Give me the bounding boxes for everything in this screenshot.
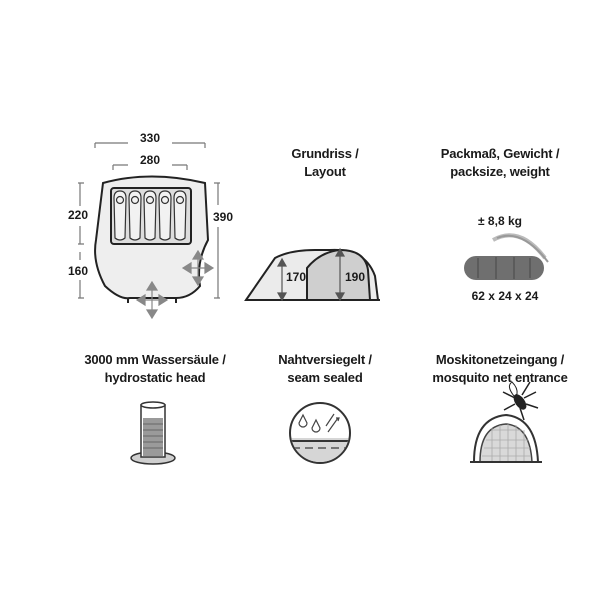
mosquito-line2: mosquito net entrance — [432, 370, 568, 385]
sleeping-bags — [113, 190, 187, 241]
width-outer-label: 330 — [139, 131, 161, 145]
width-inner-label: 280 — [139, 153, 161, 167]
hydrostatic-line1: 3000 mm Wassersäule / — [84, 352, 226, 367]
height-high-label: 190 — [345, 270, 366, 284]
pack-title-line1: Packmaß, Gewicht / — [440, 146, 560, 161]
pack-weight-label: ± 8,8 kg — [478, 214, 522, 228]
dimension-lines — [78, 142, 220, 299]
pack-size-label: 62 x 24 x 24 — [471, 289, 539, 303]
height-right-label: 390 — [213, 210, 234, 224]
hydrostatic-line2: hydrostatic head — [104, 370, 206, 385]
layout-title-line2: Layout — [304, 164, 346, 179]
seam-line1: Nahtversiegelt / — [278, 352, 372, 367]
mosquito-icon — [502, 381, 539, 421]
pack-title-line2: packsize, weight — [450, 164, 550, 179]
height-low-label: 170 — [286, 270, 307, 284]
seam-line2: seam sealed — [287, 370, 363, 385]
height-left-bottom-label: 160 — [68, 264, 89, 278]
entrance-arrows — [135, 249, 215, 320]
layout-title-line1: Grundriss / — [291, 146, 359, 161]
mosquito-line1: Moskitonetzeingang / — [435, 352, 565, 367]
height-left-top-label: 220 — [68, 208, 89, 222]
